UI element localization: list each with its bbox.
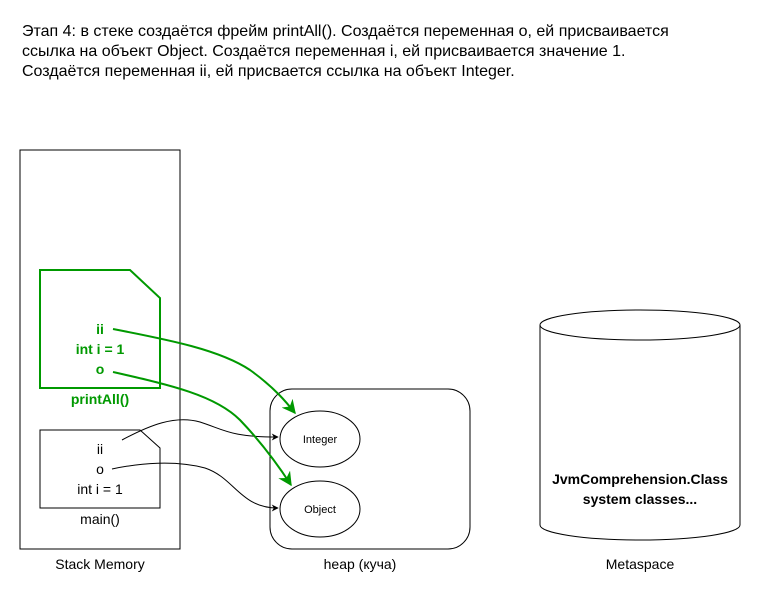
metaspace-label: Metaspace: [606, 556, 675, 572]
main-frame-label: main(): [80, 511, 120, 527]
heap-label: heap (куча): [324, 556, 397, 572]
description-line-3: Создаётся переменная ii, ей присвается с…: [22, 63, 515, 80]
printall-o-to-object-arrow: [112, 371, 292, 487]
heap-object-integer: [279, 410, 361, 468]
metaspace-line-2: system classes...: [583, 491, 697, 507]
metaspace-cylinder-top: [539, 309, 741, 341]
heap-object-object-label: Object: [304, 504, 336, 516]
printall-var-i: int i = 1: [76, 341, 125, 357]
main-var-o: o: [96, 461, 104, 477]
description-line-2: ссылка на объект Object. Создаётся перем…: [22, 43, 626, 60]
main-ii-to-integer-arrow: [121, 419, 279, 441]
metaspace-line-1: JvmComprehension.Class: [552, 471, 728, 487]
heap-object-integer-label: Integer: [303, 434, 338, 446]
printall-frame: [39, 269, 161, 389]
stack-memory-label: Stack Memory: [55, 556, 144, 572]
main-frame: [39, 429, 161, 509]
printall-frame-label: printAll(): [71, 391, 129, 407]
description-text: Этап 4: в стеке создаётся фрейм printAll…: [22, 22, 742, 82]
main-var-i: int i = 1: [77, 481, 123, 497]
printall-var-ii: ii: [96, 321, 104, 337]
main-var-ii: ii: [97, 441, 103, 457]
main-o-to-object-arrow: [111, 462, 279, 512]
metaspace-cylinder: [539, 325, 741, 541]
printall-var-o: o: [96, 361, 105, 377]
printall-ii-to-integer-arrow: [112, 328, 296, 415]
description-line-1: Этап 4: в стеке создаётся фрейм printAll…: [22, 23, 669, 40]
heap-object-object: [279, 480, 361, 538]
